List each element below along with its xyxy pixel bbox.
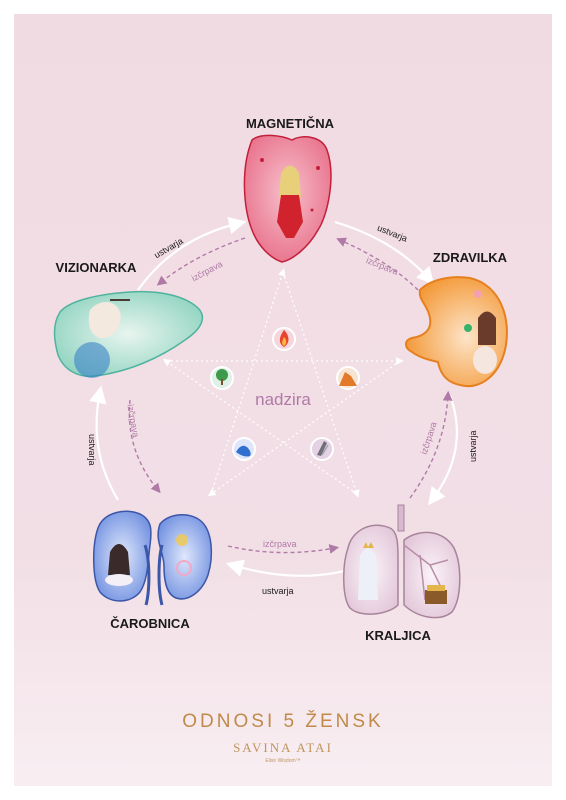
kraljica-label: KRALJICA <box>365 628 431 643</box>
brand-subtitle: Elixir Wisdom™ <box>265 758 300 764</box>
wood-icon <box>210 366 234 390</box>
metal-icon <box>310 437 334 461</box>
vizionarka-liver-illustration <box>53 290 204 378</box>
drains-label-bottom: izčrpava <box>263 539 297 549</box>
earth-icon <box>336 366 360 390</box>
creation-cycle <box>89 216 458 577</box>
creates-label-left: ustvarja <box>87 434 97 466</box>
draining-cycle <box>128 237 453 554</box>
brand-logo: SAVINA ATAI Elixir Wisdom™ <box>233 740 333 764</box>
poster-title: ODNOSI 5 ŽENSK <box>182 710 383 732</box>
zdravilka-label: ZDRAVILKA <box>433 250 508 265</box>
vizionarka-label: VIZIONARKA <box>56 260 138 275</box>
drains-label-top-left: izčrpava <box>190 259 224 284</box>
magneticna-label: MAGNETIČNA <box>246 116 335 131</box>
magneticna-heart-illustration <box>243 134 332 263</box>
carobnica-kidneys-illustration <box>92 510 213 606</box>
drains-label-left: izčrpava <box>125 403 141 438</box>
center-label: nadzira <box>255 390 311 409</box>
creates-label-right: ustvarja <box>468 430 478 462</box>
water-icon <box>232 437 256 461</box>
carobnica-label: ČAROBNICA <box>110 616 190 631</box>
brand-name: SAVINA ATAI <box>233 740 333 755</box>
drains-label-right: izčrpava <box>419 421 439 456</box>
creates-label-bottom: ustvarja <box>262 586 294 596</box>
zdravilka-stomach-illustration <box>405 276 508 388</box>
fire-icon <box>272 327 296 351</box>
kraljica-lungs-illustration <box>343 504 461 619</box>
drains-label-top-right: izčrpava <box>365 255 400 277</box>
pentagram <box>162 268 404 498</box>
